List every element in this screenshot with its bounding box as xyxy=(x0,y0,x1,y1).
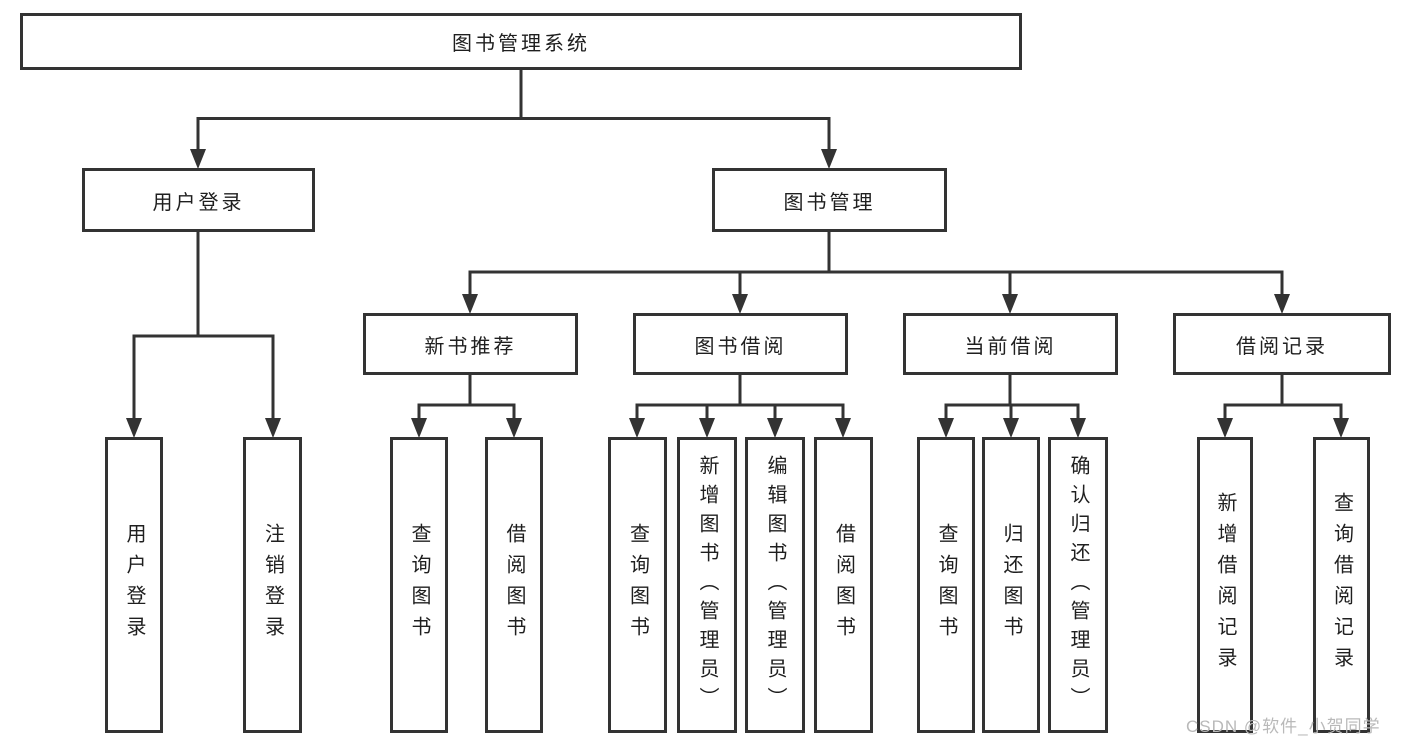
leaf-user-login: 用户登录 xyxy=(105,437,163,733)
node-book-borrowing: 图书借阅 xyxy=(633,313,848,375)
node-label: 图书借阅 xyxy=(694,335,787,358)
leaf-label: 确认归还（管理员） xyxy=(1067,454,1089,716)
leaf-edit-book-admin: 编辑图书（管理员） xyxy=(745,437,805,733)
leaf-add-book-admin: 新增图书（管理员） xyxy=(677,437,737,733)
leaf-label: 查询图书 xyxy=(935,523,957,647)
leaf-label: 用户登录 xyxy=(123,523,145,647)
leaf-label: 查询图书 xyxy=(626,523,649,647)
node-root-library-system: 图书管理系统 xyxy=(20,13,1022,70)
leaf-label: 借阅图书 xyxy=(503,523,525,647)
node-label: 图书管理 xyxy=(783,191,876,214)
node-label: 用户登录 xyxy=(152,191,245,214)
leaf-label: 编辑图书（管理员） xyxy=(764,454,786,716)
node-label: 当前借阅 xyxy=(964,335,1057,358)
leaf-query-book-recommend: 查询图书 xyxy=(390,437,448,733)
node-label: 图书管理系统 xyxy=(452,33,590,55)
csdn-watermark: CSDN @软件_小贺同学 xyxy=(1186,717,1381,736)
leaf-query-borrow-record: 查询借阅记录 xyxy=(1313,437,1370,733)
node-borrowing-records: 借阅记录 xyxy=(1173,313,1391,375)
node-new-book-recommend: 新书推荐 xyxy=(363,313,578,375)
leaf-label: 新增借阅记录 xyxy=(1214,492,1236,678)
leaf-label: 借阅图书 xyxy=(832,523,855,647)
leaf-confirm-return-admin: 确认归还（管理员） xyxy=(1048,437,1108,733)
leaf-borrow-book: 借阅图书 xyxy=(814,437,873,733)
leaf-query-book-current: 查询图书 xyxy=(917,437,975,733)
node-current-borrowing: 当前借阅 xyxy=(903,313,1118,375)
arrowheads xyxy=(126,149,1349,438)
node-label: 借阅记录 xyxy=(1236,335,1328,358)
node-user-login: 用户登录 xyxy=(82,168,315,232)
leaf-add-borrow-record: 新增借阅记录 xyxy=(1197,437,1253,733)
leaf-borrow-book-recommend: 借阅图书 xyxy=(485,437,543,733)
leaf-logout: 注销登录 xyxy=(243,437,302,733)
leaf-label: 查询图书 xyxy=(408,523,430,647)
leaf-label: 归还图书 xyxy=(1000,523,1022,647)
leaf-label: 查询借阅记录 xyxy=(1330,492,1353,678)
leaf-return-book: 归还图书 xyxy=(982,437,1040,733)
leaf-label: 注销登录 xyxy=(261,523,284,647)
node-book-management: 图书管理 xyxy=(712,168,947,232)
leaf-label: 新增图书（管理员） xyxy=(696,454,718,716)
leaf-query-book-borrow: 查询图书 xyxy=(608,437,667,733)
node-label: 新书推荐 xyxy=(424,335,517,358)
